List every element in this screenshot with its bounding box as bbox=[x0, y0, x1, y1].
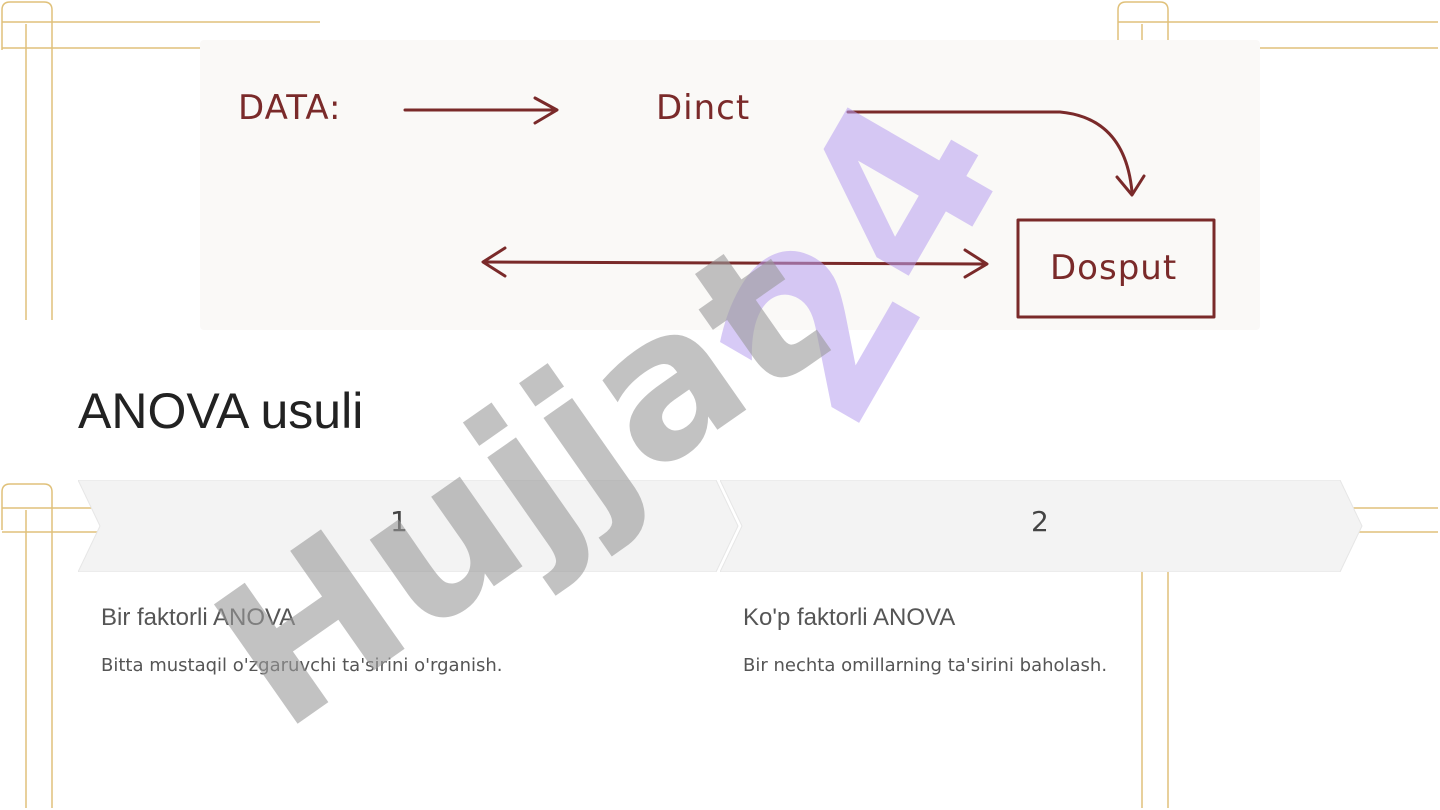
step-band-1 bbox=[78, 480, 739, 572]
page-title: ANOVA usuli bbox=[78, 383, 364, 439]
step-band-2 bbox=[720, 480, 1363, 572]
step-heading-1: Bir faktorli ANOVA bbox=[101, 604, 296, 631]
step-description-1: Bitta mustaqil o'zgaruvchi ta'sirini o'r… bbox=[101, 655, 503, 676]
sketch-diagram: DATA: Dinct Dosput bbox=[200, 40, 1260, 330]
step-number-1: 1 bbox=[390, 505, 408, 538]
step-description-2: Bir nechta omillarning ta'sirini baholas… bbox=[743, 655, 1108, 676]
diagram-node-dosput: Dosput bbox=[1050, 248, 1178, 288]
step-heading-2: Ko'p faktorli ANOVA bbox=[743, 604, 956, 631]
step-number-2: 2 bbox=[1031, 505, 1049, 538]
diagram-arrows bbox=[403, 96, 1216, 319]
diagram-node-data: DATA: bbox=[238, 88, 342, 128]
diagram-node-dinct: Dinct bbox=[656, 88, 751, 128]
